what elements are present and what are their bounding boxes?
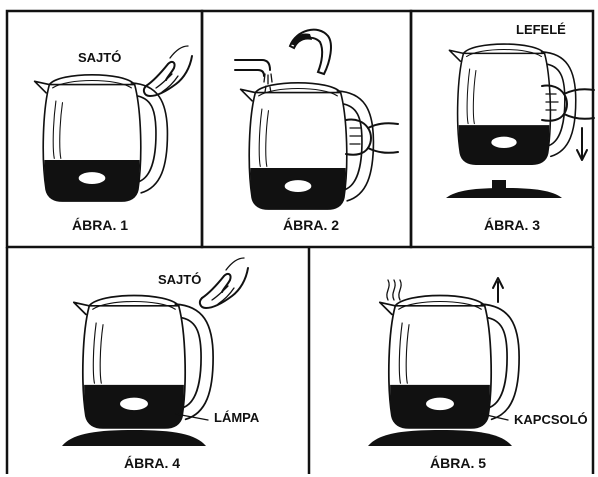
panel-1: SAJTÓ ÁBRA. 1 bbox=[35, 46, 192, 233]
kettle-illustration bbox=[74, 295, 213, 427]
kettle-illustration bbox=[241, 83, 374, 209]
water-stream-icon bbox=[235, 60, 272, 93]
press-label: SAJTÓ bbox=[78, 50, 121, 65]
kettle-illustration bbox=[449, 44, 575, 164]
figure-5-caption: ÁBRA. 5 bbox=[430, 455, 486, 471]
figure-2-caption: ÁBRA. 2 bbox=[283, 217, 339, 233]
figure-4-caption: ÁBRA. 4 bbox=[124, 455, 180, 471]
panel-2: ÁBRA. 2 bbox=[235, 30, 398, 233]
figure-3-caption: ÁBRA. 3 bbox=[484, 217, 540, 233]
kettle-base-icon bbox=[368, 430, 512, 446]
lamp-label: LÁMPA bbox=[214, 410, 260, 425]
panel-5: KAPCSOLÓ ÁBRA. 5 bbox=[368, 278, 588, 471]
switch-label: KAPCSOLÓ bbox=[514, 412, 588, 427]
down-label: LEFELÉ bbox=[516, 22, 566, 37]
panel-4: SAJTÓ LÁMPA ÁBRA. 4 bbox=[62, 258, 260, 471]
steam-icon bbox=[387, 280, 401, 300]
kettle-base-icon bbox=[446, 180, 562, 198]
lid-icon bbox=[290, 30, 331, 74]
panel-3: LEFELÉ ÁBRA. 3 bbox=[446, 22, 594, 233]
down-arrow-icon bbox=[577, 128, 587, 160]
press-label: SAJTÓ bbox=[158, 272, 201, 287]
pressing-hand-icon bbox=[200, 258, 248, 308]
up-arrow-icon bbox=[493, 278, 503, 302]
kettle-base-icon bbox=[62, 430, 206, 446]
figure-1-caption: ÁBRA. 1 bbox=[72, 217, 128, 233]
kettle-illustration bbox=[35, 75, 168, 201]
kettle-illustration bbox=[380, 295, 519, 427]
